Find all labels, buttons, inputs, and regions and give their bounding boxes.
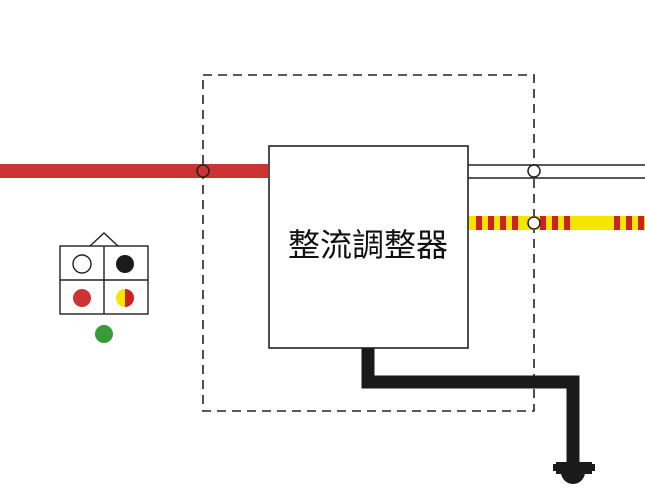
splice-circle-icon: [196, 164, 210, 178]
pin-yellow-red: [116, 289, 134, 307]
green-ground-dot: [95, 325, 113, 343]
dashed-enclosure: [202, 74, 535, 412]
pin-white: [72, 254, 92, 274]
pin-black: [116, 255, 134, 273]
yellow-red-wire: [468, 216, 645, 230]
connector-diagram: [59, 232, 149, 315]
regulator-box: [268, 145, 469, 349]
regulator-label: 整流調整器: [288, 226, 448, 264]
pin-red: [73, 289, 91, 307]
red-wire: [0, 164, 268, 178]
splice-circle-icon: [527, 216, 541, 230]
white-wire: [468, 164, 645, 179]
black-wire: [361, 348, 580, 462]
splice-circle-icon: [527, 164, 541, 178]
ground-terminal-icon: [553, 460, 595, 484]
